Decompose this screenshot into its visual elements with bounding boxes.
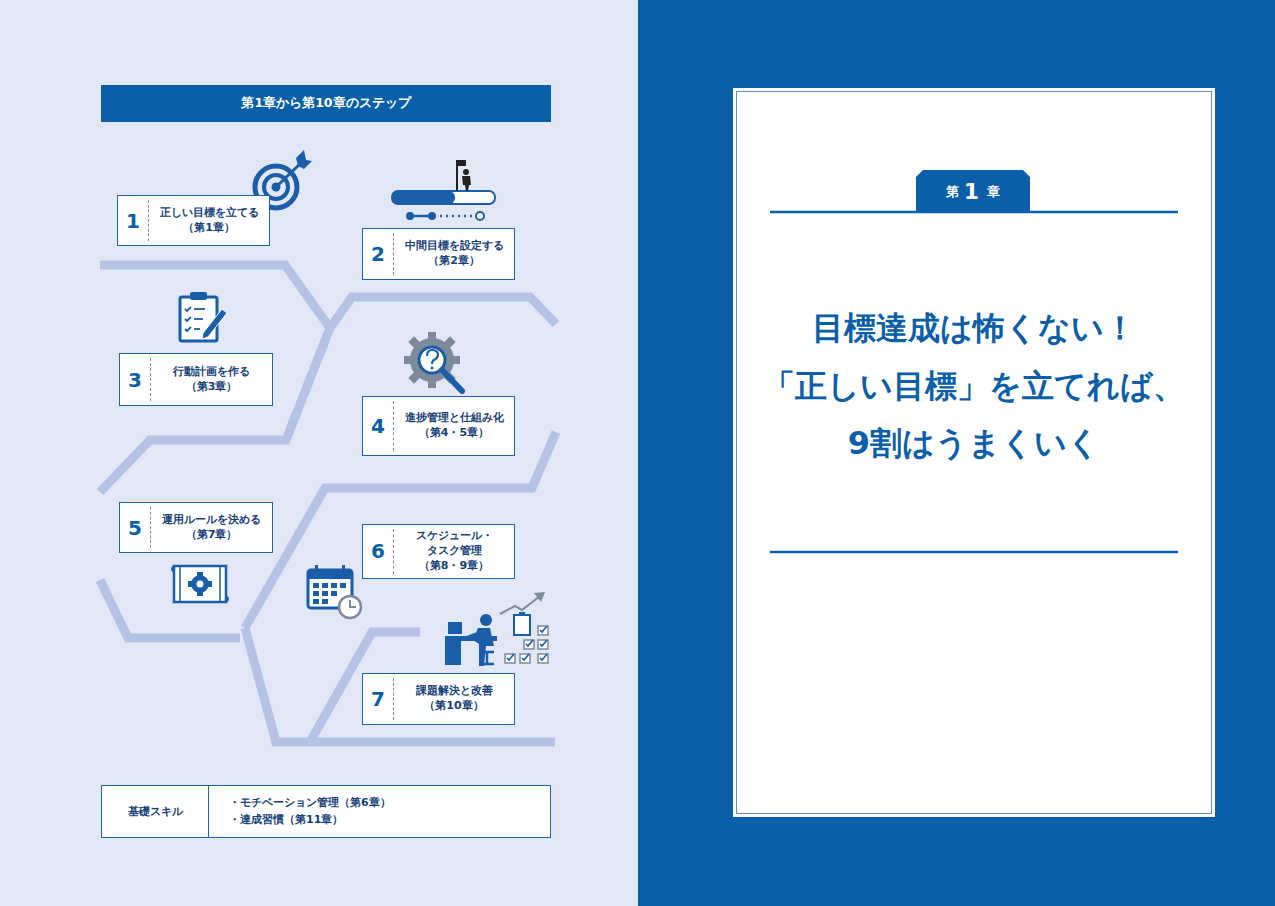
step-box: 2 中間目標を設定する （第2章） [362, 228, 515, 280]
gear-search-icon [404, 332, 462, 391]
progress-icon [392, 160, 495, 220]
skills-heading: 基礎スキル [128, 804, 183, 819]
step-number: 2 [363, 242, 393, 266]
step-box: 4 進捗管理と仕組み化 （第4・5章） [362, 396, 515, 456]
panel-frame [733, 88, 1215, 817]
road [100, 265, 556, 742]
step-number: 4 [363, 414, 393, 438]
step-label-area: 運用ルールを決める （第7章） [150, 507, 272, 548]
desk-worker-icon [445, 592, 548, 666]
step-box: 7 課題解決と改善 （第10章） [362, 673, 515, 725]
skills-box: 基礎スキル ・モチベーション管理（第6章）・達成習慣（第11章） [101, 785, 551, 838]
skills-list: ・モチベーション管理（第6章）・達成習慣（第11章） [209, 786, 550, 837]
step-box: 6 スケジュール・ タスク管理 （第8・9章） [362, 524, 515, 579]
step-label-area: 正しい目標を立てる （第1章） [148, 200, 269, 241]
calendar-icon [308, 565, 361, 618]
chapter-heading-area: 目標達成は怖くない！ 「正しい目標」を立てれば、 9割はうまくいく [735, 300, 1213, 473]
chapter-tab-label: 第 1 章 [946, 179, 1000, 204]
step-box: 1 正しい目標を立てる （第1章） [117, 195, 270, 246]
step-number: 5 [120, 516, 150, 540]
skills-item: ・モチベーション管理（第6章） [229, 795, 530, 812]
clipboard-icon [180, 292, 227, 341]
step-label: 正しい目標を立てる （第1章） [160, 206, 259, 236]
step-label-area: 行動計画を作る （第3章） [150, 358, 272, 401]
panel-rule [770, 551, 1178, 554]
step-label: 課題解決と改善 （第10章） [416, 684, 493, 714]
step-number: 1 [118, 209, 148, 233]
skills-heading-cell: 基礎スキル [102, 786, 209, 837]
blueprint-icon [172, 566, 228, 602]
step-label: 運用ルールを決める （第7章） [162, 513, 261, 543]
skills-item: ・達成習慣（第11章） [229, 812, 530, 829]
title-bar: 第1章から第10章のステップ [101, 85, 551, 122]
step-box: 5 運用ルールを決める （第7章） [119, 502, 273, 553]
step-label: スケジュール・ タスク管理 （第8・9章） [416, 529, 493, 574]
step-label-area: スケジュール・ タスク管理 （第8・9章） [393, 529, 514, 574]
title-text: 第1章から第10章のステップ [241, 95, 410, 112]
step-label: 中間目標を設定する （第2章） [405, 239, 504, 269]
step-label-area: 課題解決と改善 （第10章） [393, 678, 514, 720]
step-number: 7 [363, 687, 393, 711]
step-label: 進捗管理と仕組み化 （第4・5章） [405, 411, 504, 441]
step-box: 3 行動計画を作る （第3章） [119, 353, 273, 406]
chapter-tab: 第 1 章 [916, 170, 1030, 212]
step-label-area: 進捗管理と仕組み化 （第4・5章） [393, 401, 514, 451]
chapter-panel: 目標達成は怖くない！ 「正しい目標」を立てれば、 9割はうまくいく 第 1 章 [735, 90, 1213, 815]
step-number: 3 [120, 368, 150, 392]
chapter-heading: 目標達成は怖くない！ 「正しい目標」を立てれば、 9割はうまくいく [735, 300, 1213, 473]
step-number: 6 [363, 539, 393, 563]
left-ground [0, 0, 638, 906]
step-label: 行動計画を作る （第3章） [173, 365, 250, 395]
right-ground [638, 0, 1275, 906]
step-label-area: 中間目標を設定する （第2章） [393, 233, 514, 275]
